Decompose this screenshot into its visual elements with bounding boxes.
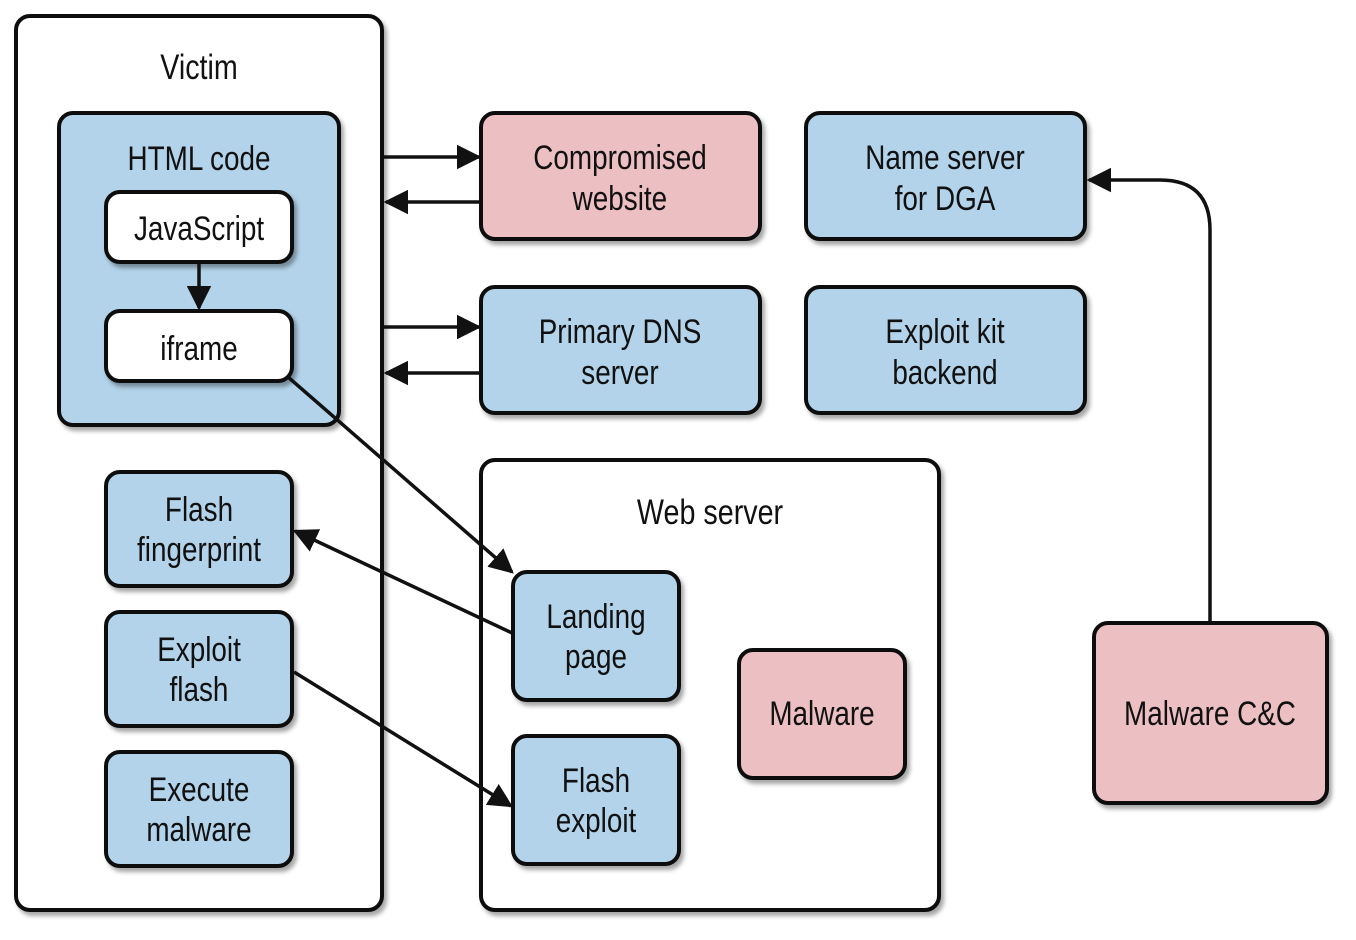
landing-page-line1: Landing [546,597,645,635]
landing-page-line2: page [565,637,627,675]
javascript-label: JavaScript [134,209,264,247]
execute-malware-box: Execute malware [104,750,294,868]
exploit-flash-line1: Exploit [157,630,241,668]
javascript-box: JavaScript [104,190,294,264]
flash-fingerprint-box: Flash fingerprint [104,470,294,588]
malware-cnc-label: Malware C&C [1124,694,1296,732]
iframe-label: iframe [160,329,237,367]
flash-exploit-box: Flash exploit [511,734,681,866]
flash-exploit-line1: Flash [562,761,630,799]
name-server-box: Name server for DGA [804,111,1087,241]
compromised-website-line1: Compromised [533,138,706,176]
iframe-box: iframe [104,309,294,383]
name-server-line2: for DGA [895,179,996,217]
arrow-cnc-to-name-server [1086,167,1212,621]
primary-dns-box: Primary DNS server [479,285,762,415]
flash-fingerprint-line1: Flash [165,490,233,528]
compromised-website-box: Compromised website [479,111,762,241]
exploit-flash-line2: flash [170,670,229,708]
landing-page-box: Landing page [511,570,681,702]
exploit-kit-line1: Exploit kit [885,312,1005,350]
compromised-website-line2: website [572,179,667,217]
execute-malware-line2: malware [146,810,251,848]
malware-box: Malware [737,648,907,780]
malware-label: Malware [769,694,874,732]
name-server-line1: Name server [865,138,1025,176]
arrow-landing-page-to-flash-fingerprint [292,529,513,635]
arrow-exploit-flash-to-flash-exploit [293,670,514,808]
primary-dns-line2: server [581,353,658,391]
exploit-kit-line2: backend [892,353,997,391]
malware-cnc-box: Malware C&C [1092,621,1329,805]
execute-malware-line1: Execute [149,770,250,808]
victim-title: Victim [160,47,238,86]
arrow-iframe-to-landing-page [286,375,514,574]
exploit-kit-box: Exploit kit backend [804,285,1087,415]
flash-exploit-line2: exploit [556,801,637,839]
html-code-title: HTML code [127,139,270,177]
primary-dns-line1: Primary DNS [539,312,702,350]
web-server-title: Web server [637,492,783,531]
flash-fingerprint-line2: fingerprint [137,530,261,568]
exploit-flash-box: Exploit flash [104,610,294,728]
